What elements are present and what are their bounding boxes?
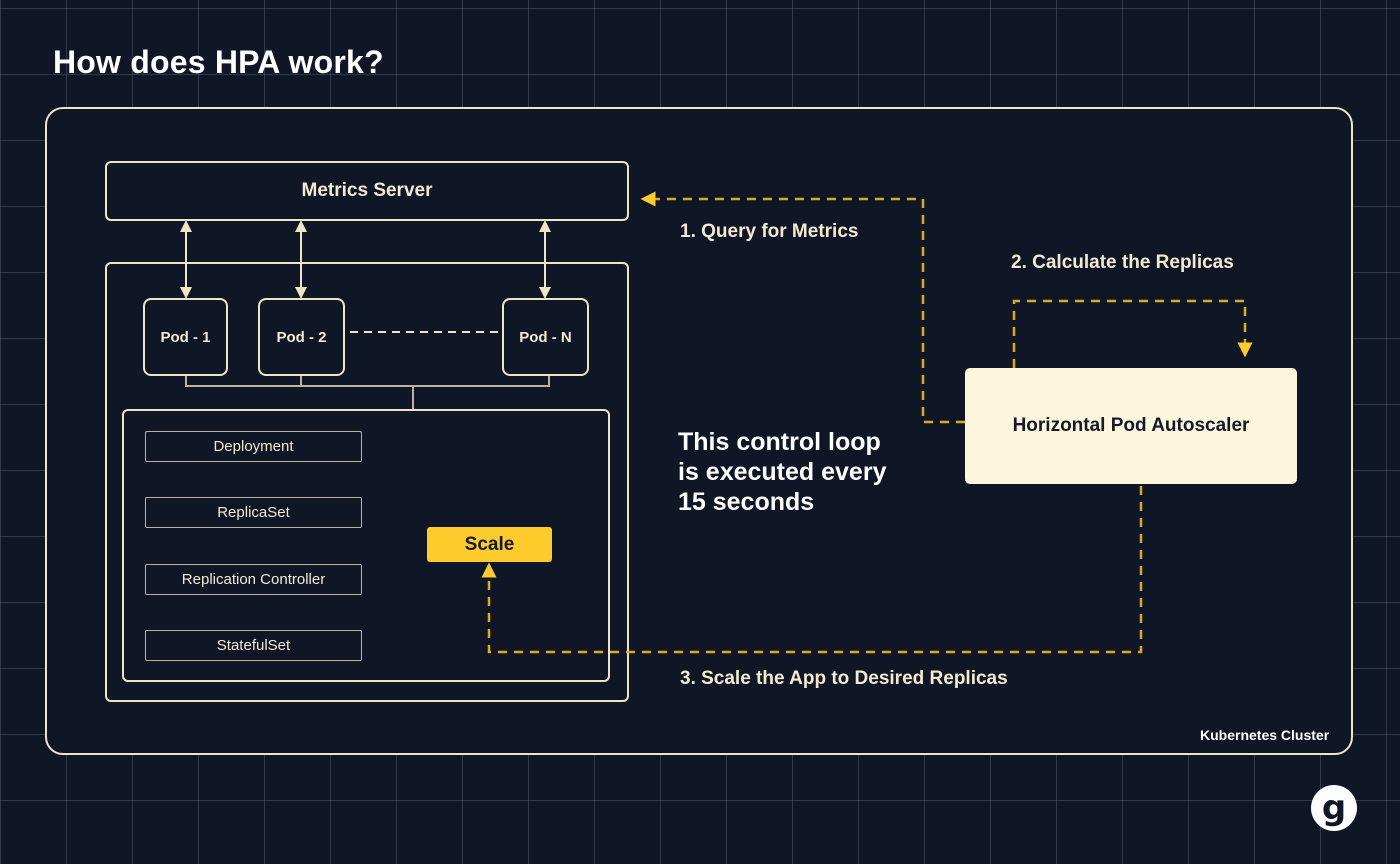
- pod-2: Pod - 2: [258, 298, 345, 376]
- step-calculate-replicas: 2. Calculate the Replicas: [1011, 252, 1234, 273]
- resource-statefulset-label: StatefulSet: [216, 637, 291, 654]
- logo-letter: g: [1321, 788, 1347, 828]
- metrics-server-box: Metrics Server: [105, 161, 629, 221]
- cluster-label: Kubernetes Cluster: [1200, 727, 1330, 743]
- brand-logo: g: [1311, 785, 1357, 831]
- page-title: How does HPA work?: [53, 44, 384, 80]
- resource-replication-controller-label: Replication Controller: [181, 571, 326, 588]
- control-loop-line-2: is executed every: [678, 458, 887, 486]
- resource-replicaset-label: ReplicaSet: [217, 504, 290, 521]
- pod-1-label: Pod - 1: [160, 328, 211, 346]
- control-loop-line-3: 15 seconds: [678, 488, 815, 516]
- scale-label: Scale: [464, 533, 515, 555]
- pods-container: [105, 262, 629, 702]
- hpa-label: Horizontal Pod Autoscaler: [1012, 415, 1250, 436]
- step-query-metrics: 1. Query for Metrics: [680, 221, 859, 242]
- resource-replication-controller: Replication Controller: [145, 564, 362, 595]
- pod-2-label: Pod - 2: [276, 328, 327, 346]
- pod-n: Pod - N: [502, 298, 589, 376]
- resource-statefulset: StatefulSet: [145, 630, 362, 661]
- step-scale-app: 3. Scale the App to Desired Replicas: [680, 668, 1008, 689]
- pod-1: Pod - 1: [143, 298, 228, 376]
- resource-deployment: Deployment: [145, 431, 362, 462]
- metrics-server-label: Metrics Server: [301, 180, 433, 201]
- control-loop-line-1: This control loop: [678, 428, 881, 456]
- horizontal-pod-autoscaler-box: Horizontal Pod Autoscaler: [965, 368, 1297, 484]
- scale-box: Scale: [427, 527, 552, 562]
- resource-deployment-label: Deployment: [213, 438, 294, 455]
- resource-replicaset: ReplicaSet: [145, 497, 362, 528]
- pod-n-label: Pod - N: [519, 328, 572, 346]
- control-loop-note: This control loop is executed every 15 s…: [678, 427, 886, 517]
